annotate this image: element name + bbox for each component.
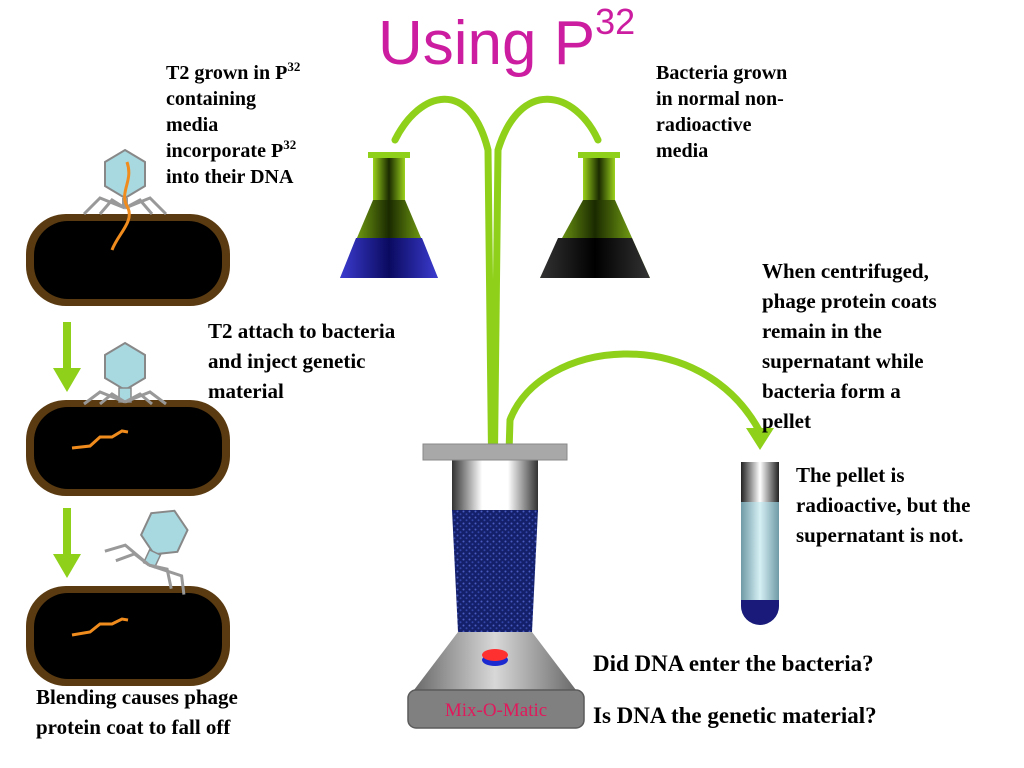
transfer-tubes — [391, 95, 764, 586]
centrifuge-tube — [741, 462, 779, 625]
label-t2-grown: T2 grown in P32 containing media incorpo… — [166, 59, 301, 188]
flask-bacteria — [540, 152, 650, 278]
phage-1-icon — [82, 148, 168, 251]
label-blending: Blending causes phage protein coat to fa… — [36, 685, 238, 739]
bacterium-3 — [26, 586, 230, 686]
flask-radioactive-phage — [340, 152, 438, 278]
phage-2-icon — [83, 341, 167, 406]
tube-arrow-icon — [746, 428, 774, 450]
label-centrifuged: When centrifuged, phage protein coats re… — [762, 259, 937, 433]
bacterium-2 — [26, 400, 230, 496]
label-pellet: The pellet is radioactive, but the super… — [796, 463, 971, 547]
down-arrow-2-icon — [53, 508, 81, 578]
blender-brand-label: Mix-O-Matic — [445, 700, 547, 721]
blender: Mix-O-Matic — [407, 443, 585, 729]
blender-button[interactable] — [482, 649, 508, 666]
phage-3-icon — [104, 509, 189, 595]
bacterium-1 — [26, 214, 230, 306]
down-arrow-1-icon — [53, 322, 81, 392]
question-dna-genetic: Is DNA the genetic material? — [593, 703, 877, 728]
page-title: Using P32 — [378, 1, 636, 79]
label-bacteria-grown: Bacteria grown in normal non- radioactiv… — [656, 62, 788, 162]
question-dna-enter: Did DNA enter the bacteria? — [593, 651, 874, 676]
label-t2-attach: T2 attach to bacteria and inject genetic… — [208, 319, 396, 403]
